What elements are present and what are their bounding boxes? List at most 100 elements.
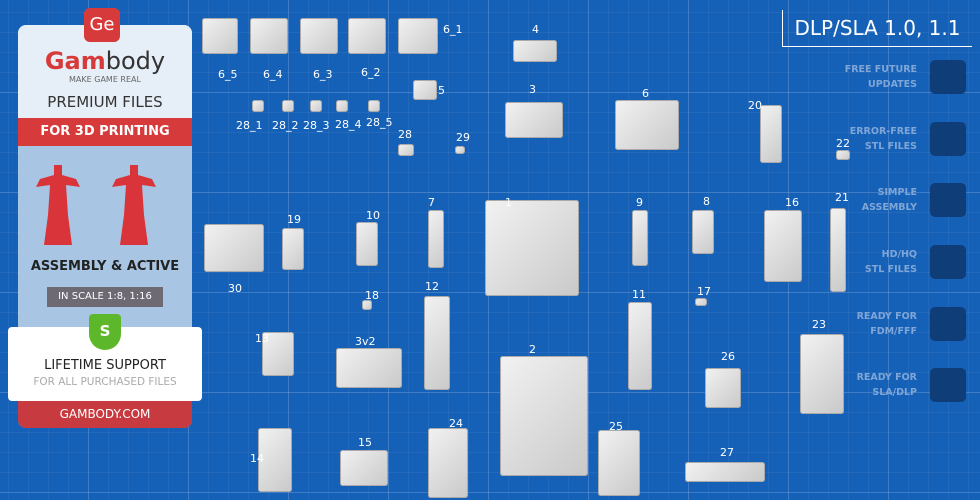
feature-line2: FDM/FFF (870, 326, 917, 337)
part-label: 7 (428, 196, 435, 209)
part-label: 14 (250, 452, 264, 465)
feature-line1: HD/HQ (881, 249, 917, 260)
model-part-1 (485, 200, 579, 296)
file-check-icon (930, 122, 966, 156)
model-part-28 (398, 144, 414, 156)
part-label: 22 (836, 137, 850, 150)
gambody-promo-panel: Ge Gambody MAKE GAME REAL PREMIUM FILES … (8, 8, 202, 428)
part-label: 29 (456, 131, 470, 144)
model-part-6 (615, 100, 679, 150)
part-label: 8 (703, 195, 710, 208)
part-label: 6_1 (443, 23, 463, 36)
part-label: 2 (529, 343, 536, 356)
part-label: 6_4 (263, 68, 283, 81)
lifetime-support-sub: FOR ALL PURCHASED FILES (33, 376, 177, 388)
feature-line1: READY FOR (856, 372, 917, 383)
feature-line1: READY FOR (856, 311, 917, 322)
model-part-20 (760, 105, 782, 163)
model-part-28_3 (310, 100, 322, 112)
model-part-6_3 (300, 18, 338, 54)
active-figure-icon (112, 165, 156, 245)
assembly-active: ASSEMBLY & ACTIVE (30, 259, 180, 274)
part-label: 1 (505, 196, 512, 209)
part-label: 10 (366, 209, 380, 222)
brand-name: Gambody (18, 48, 192, 74)
part-label: 26 (721, 350, 735, 363)
part-label: 28_5 (366, 116, 393, 129)
lifetime-support-card: S LIFETIME SUPPORT FOR ALL PURCHASED FIL… (8, 314, 202, 401)
part-label: 20 (748, 99, 762, 112)
model-part-25 (598, 430, 640, 496)
feature-line1: ERROR-FREE (849, 126, 917, 137)
part-label: 9 (636, 196, 643, 209)
model-part-19 (282, 228, 304, 270)
part-label: 17 (697, 285, 711, 298)
part-label: 15 (358, 436, 372, 449)
for-3d-printing: FOR 3D PRINTING (18, 118, 192, 146)
model-part-4 (513, 40, 557, 62)
brand-red: Gam (44, 47, 106, 75)
sla-printer-icon (930, 368, 966, 402)
puzzle-icon (930, 183, 966, 217)
part-label: 4 (532, 23, 539, 36)
model-part-9 (632, 210, 648, 266)
feature-line2: STL FILES (864, 141, 917, 152)
gambody-logo: Ge (84, 8, 120, 42)
model-part-8 (692, 210, 714, 254)
model-part-21 (830, 208, 846, 292)
model-part-2 (500, 356, 588, 476)
part-label: 19 (287, 213, 301, 226)
model-part-28_1 (252, 100, 264, 112)
part-label: 13 (255, 332, 269, 345)
part-label: 16 (785, 196, 799, 209)
tagline: MAKE GAME REAL (69, 75, 141, 84)
part-label: 18 (365, 289, 379, 302)
part-label: 28_3 (303, 119, 330, 132)
model-part-26 (705, 368, 741, 408)
model-part-10 (356, 222, 378, 266)
part-label: 5 (438, 84, 445, 97)
part-label: 28_1 (236, 119, 263, 132)
model-part-16 (764, 210, 802, 282)
model-part-15 (340, 450, 388, 486)
gambody-link[interactable]: GAMBODY.COM (18, 401, 192, 428)
model-part-27 (685, 462, 765, 482)
scale-badge: IN SCALE 1:8, 1:16 (47, 287, 163, 307)
part-label: 6_2 (361, 66, 381, 79)
model-part-29 (455, 146, 465, 154)
part-label: 3v2 (355, 335, 376, 348)
feature-line1: FREE FUTURE (844, 64, 917, 75)
part-label: 28 (398, 128, 412, 141)
model-part-6_4 (250, 18, 288, 54)
part-label: 24 (449, 417, 463, 430)
part-label: 6 (642, 87, 649, 100)
model-part-5 (413, 80, 437, 100)
feature-line1: SIMPLE (877, 187, 917, 198)
feature-4: READY FOR FDM/FFF (857, 309, 917, 339)
model-part-24 (428, 428, 468, 498)
model-part-3v2 (336, 348, 402, 388)
part-label: 6_5 (218, 68, 238, 81)
model-part-13 (262, 332, 294, 376)
figure-icon (930, 245, 966, 279)
part-label: 28_4 (335, 118, 362, 131)
shield-icon: S (89, 314, 121, 350)
feature-0: FREE FUTURE UPDATES (845, 62, 917, 92)
feature-line2: STL FILES (864, 264, 917, 275)
feature-line2: UPDATES (868, 79, 917, 90)
model-part-3 (505, 102, 563, 138)
fdm-printer-icon (930, 307, 966, 341)
model-part-6_2 (348, 18, 386, 54)
part-label: 3 (529, 83, 536, 96)
feature-1: ERROR-FREE STL FILES (850, 124, 917, 154)
part-label: 28_2 (272, 119, 299, 132)
model-part-7 (428, 210, 444, 268)
feature-3: HD/HQ STL FILES (865, 247, 917, 277)
model-part-22 (836, 150, 850, 160)
part-label: 25 (609, 420, 623, 433)
model-part-23 (800, 334, 844, 414)
model-part-18 (362, 300, 372, 310)
part-label: 6_3 (313, 68, 333, 81)
